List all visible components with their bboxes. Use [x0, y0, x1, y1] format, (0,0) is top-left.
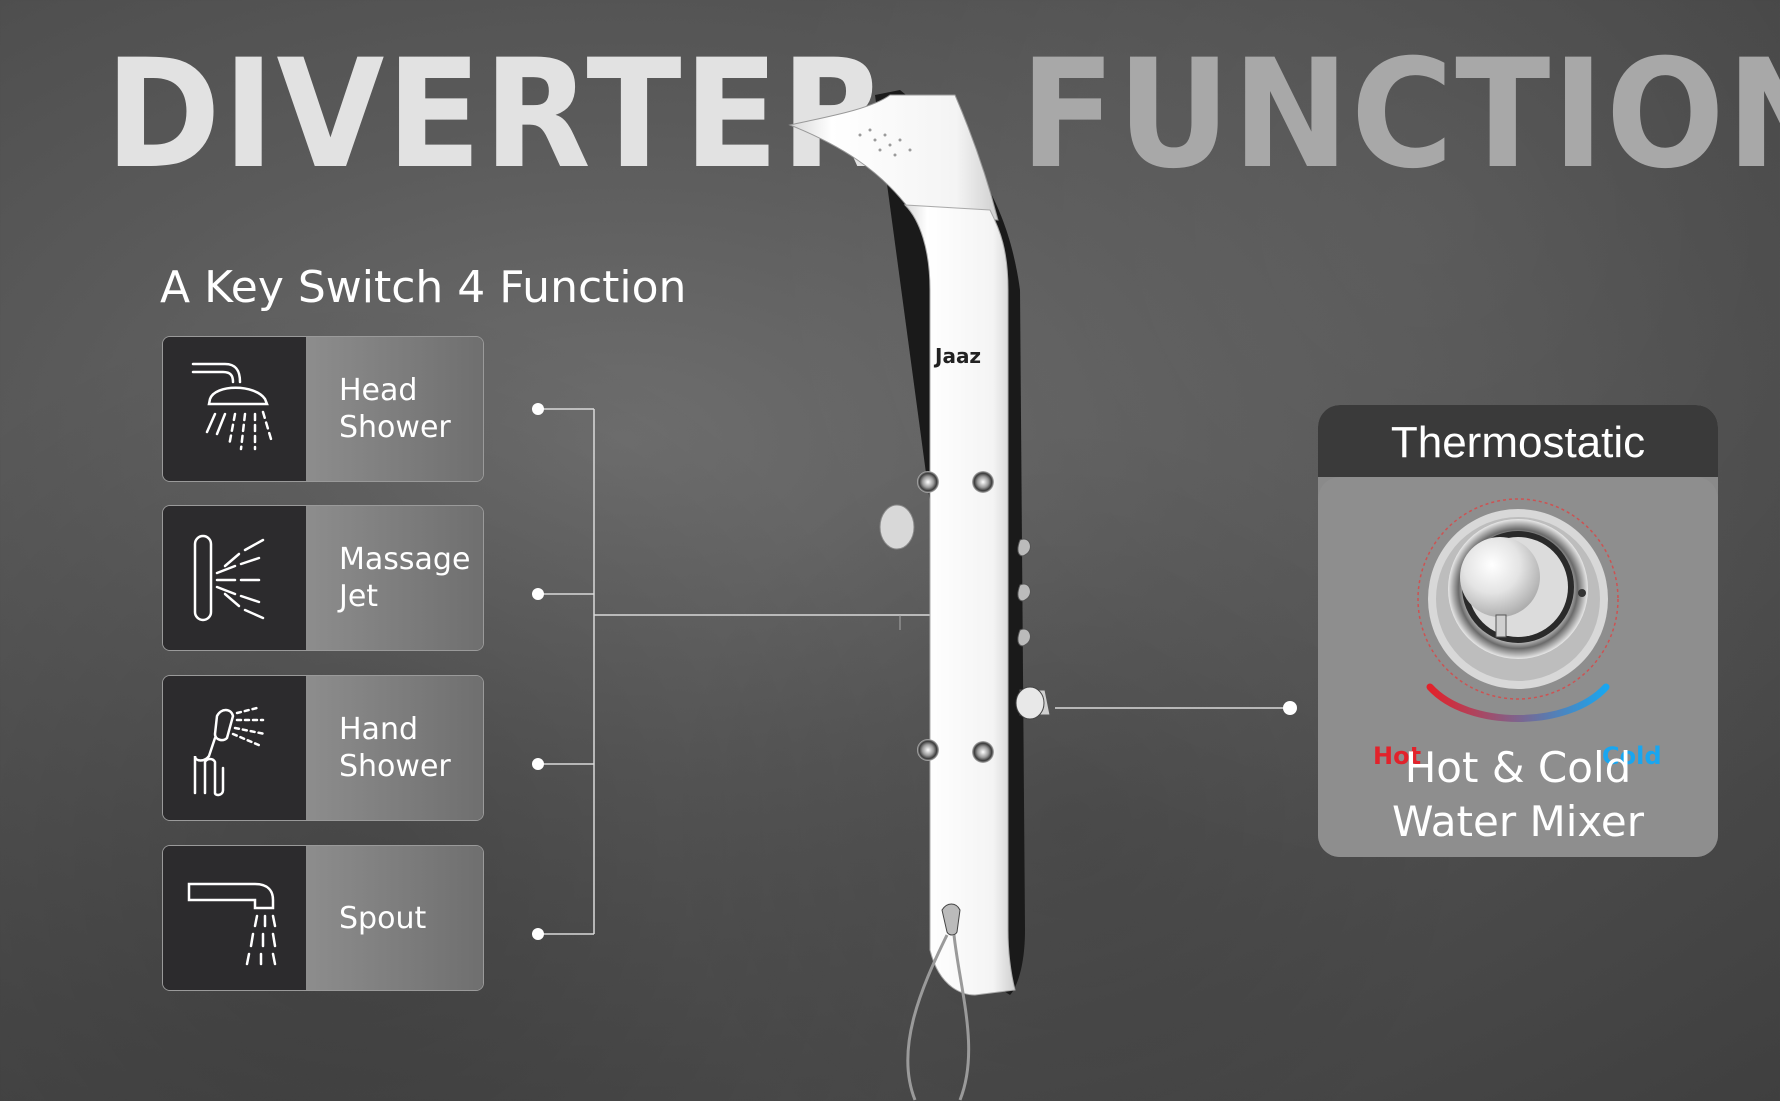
connector-dot	[532, 403, 544, 415]
connector-dot	[532, 928, 544, 940]
function-card-spout: Spout	[162, 845, 484, 991]
spout-icon	[163, 846, 306, 990]
title-word-2: FUNCTION	[1020, 28, 1780, 202]
connector-dot	[532, 758, 544, 770]
cold-label: Cold	[1602, 742, 1662, 770]
function-card-hand-shower: Hand Shower	[162, 675, 484, 821]
function-label: Head Shower	[306, 337, 483, 481]
massage-jet-icon	[163, 506, 306, 650]
brand-logo: Jaaz	[935, 344, 982, 368]
function-card-massage-jet: Massage Jet	[162, 505, 484, 651]
shower-panel-image	[788, 90, 1051, 1101]
thermostatic-body: Hot Cold Hot & Cold Water Mixer	[1318, 477, 1718, 857]
subtitle: A Key Switch 4 Function	[160, 262, 687, 313]
thermostatic-panel: Thermostatic	[1318, 405, 1718, 857]
function-label: Spout	[306, 846, 483, 990]
hot-label: Hot	[1373, 742, 1422, 770]
function-label: Massage Jet	[306, 506, 483, 650]
thermostatic-heading: Thermostatic	[1318, 405, 1718, 477]
connector-dot	[532, 588, 544, 600]
thermostatic-knob-image	[1417, 498, 1619, 722]
hand-shower-icon	[163, 676, 306, 820]
connector-dot	[1283, 701, 1297, 715]
function-label: Hand Shower	[306, 676, 483, 820]
head-shower-icon	[163, 337, 306, 481]
mixer-description: Hot & Cold Water Mixer	[1391, 743, 1645, 846]
title-word-1: DIVERTER	[105, 28, 890, 202]
function-card-head-shower: Head Shower	[162, 336, 484, 482]
